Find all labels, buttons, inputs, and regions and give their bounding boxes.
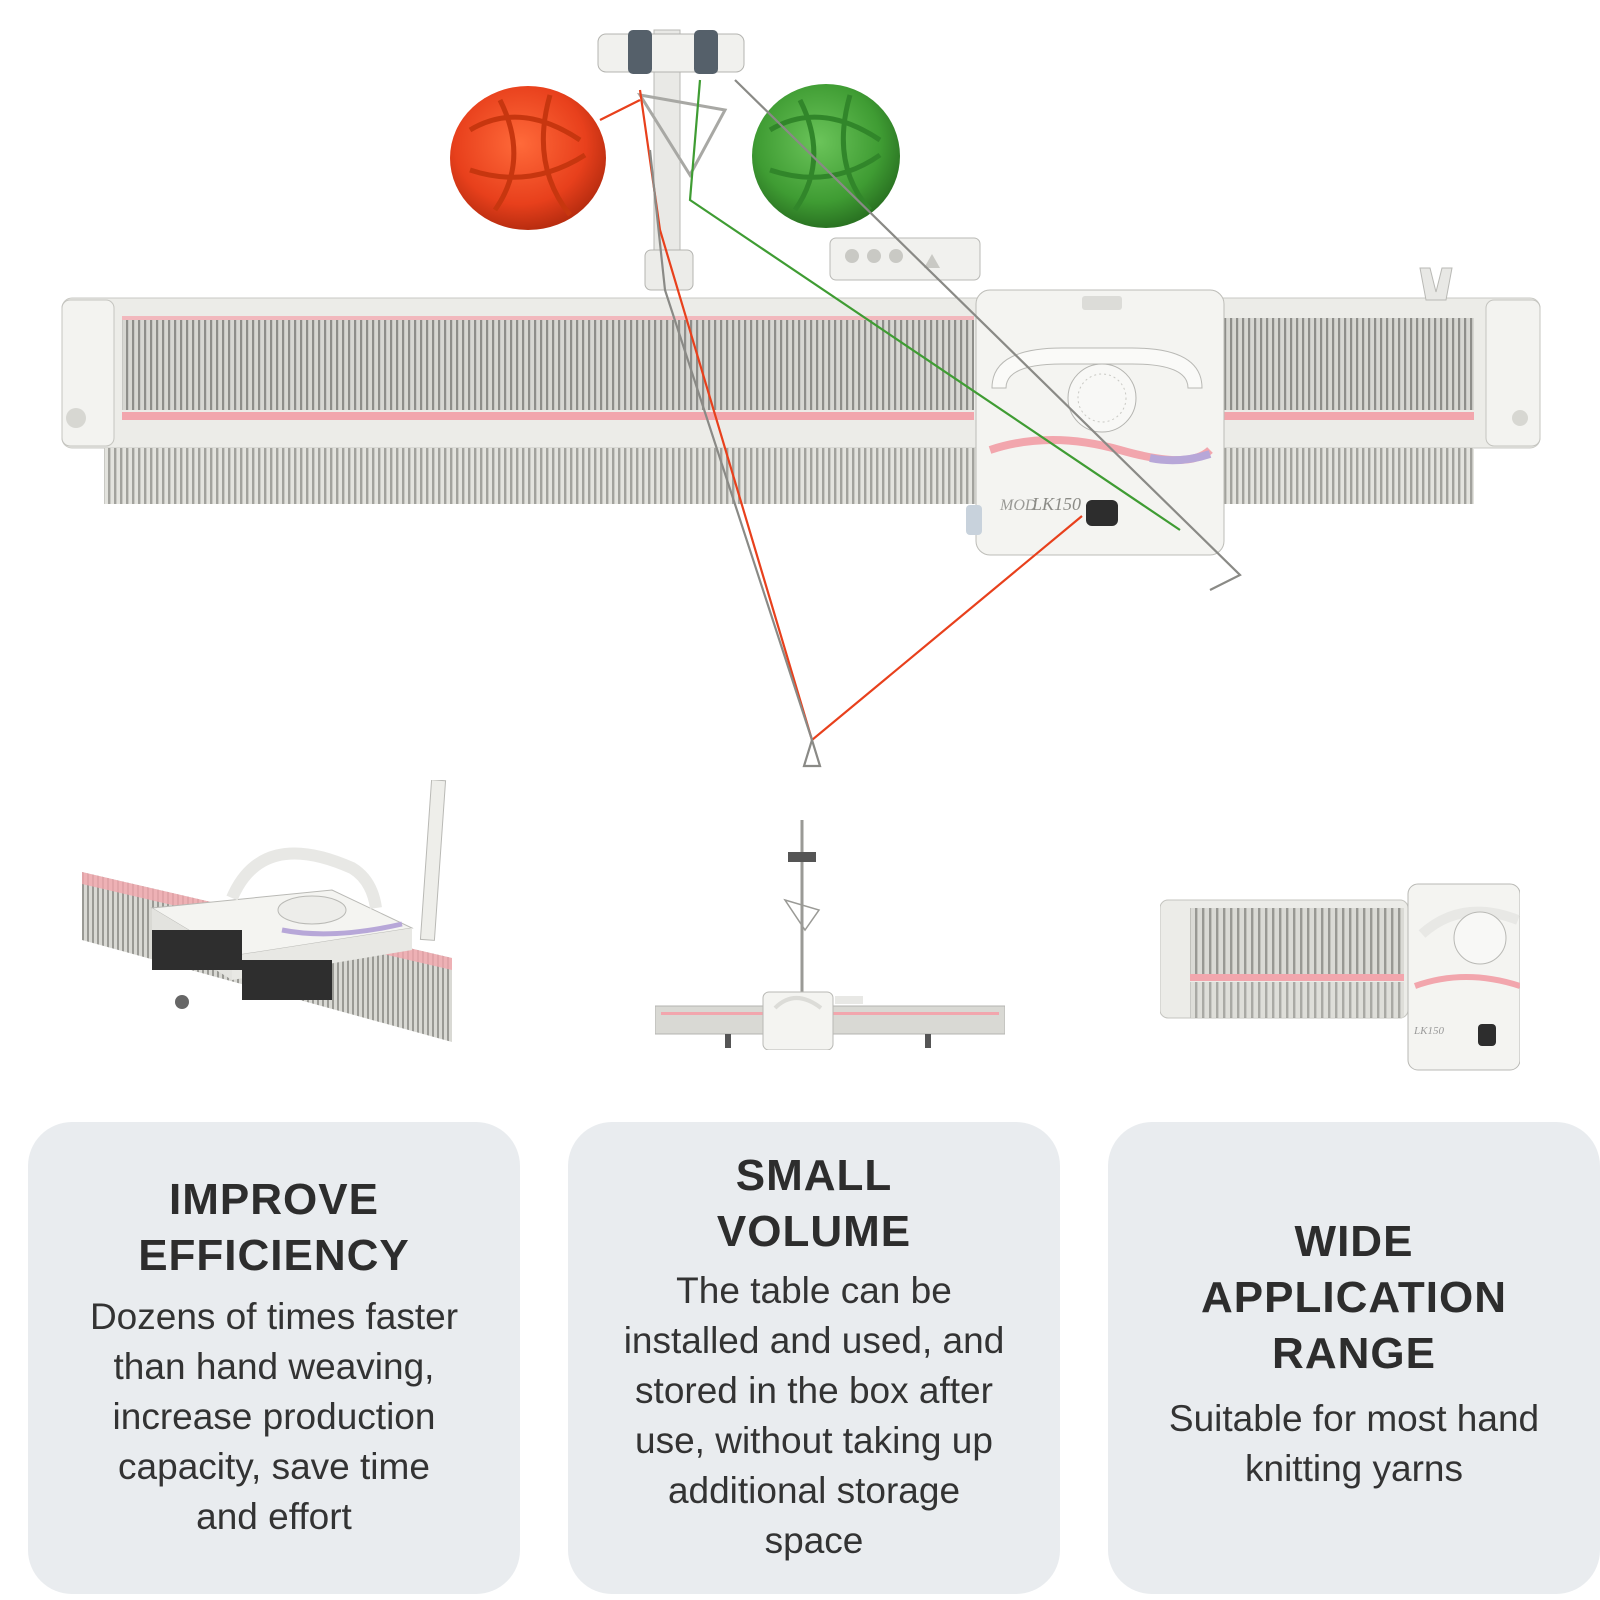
description-line: knitting yarns xyxy=(1245,1448,1463,1489)
feature-card-wide-application: WIDE APPLICATION RANGE Suitable for most… xyxy=(1108,1122,1600,1594)
green-yarn-ball xyxy=(752,84,900,228)
needle-bed xyxy=(61,267,1541,504)
description-line: increase production xyxy=(112,1396,436,1437)
description-line: than hand weaving, xyxy=(113,1346,435,1387)
tension-control-box xyxy=(829,237,981,281)
feature-card-small-volume: SMALL VOLUME The table can be installed … xyxy=(568,1122,1060,1594)
svg-text:MOD: MOD xyxy=(999,497,1037,514)
machine-with-mast-image xyxy=(655,820,1005,1050)
feature-description: The table can be installed and used, and… xyxy=(624,1266,1005,1566)
description-line: and effort xyxy=(196,1496,352,1537)
description-line: Dozens of times faster xyxy=(89,1296,459,1337)
title-line: RANGE xyxy=(1272,1329,1436,1378)
yarn-mast xyxy=(597,29,745,291)
feature-card-efficiency: IMPROVE EFFICIENCY Dozens of times faste… xyxy=(28,1122,520,1594)
feature-title: IMPROVE EFFICIENCY xyxy=(138,1172,410,1284)
description-line: installed and used, and xyxy=(623,1320,1005,1361)
red-yarn-ball xyxy=(450,86,606,230)
description-line: additional storage xyxy=(667,1470,961,1511)
description-line: space xyxy=(764,1520,864,1561)
title-line: WIDE xyxy=(1294,1217,1414,1266)
title-line: APPLICATION xyxy=(1201,1273,1507,1322)
thumb-model-label: LK150 xyxy=(1413,1025,1444,1037)
title-line: EFFICIENCY xyxy=(138,1231,410,1280)
description-line: Suitable for most hand xyxy=(1168,1398,1540,1439)
feature-description: Dozens of times faster than hand weaving… xyxy=(90,1292,458,1542)
yarn-strands xyxy=(599,79,1242,768)
carriage: MOD LK150 xyxy=(966,289,1225,556)
description-line: capacity, save time xyxy=(118,1446,430,1487)
machine-end-closeup-image: LK150 xyxy=(1160,883,1520,1071)
model-label: LK150 xyxy=(1031,494,1081,514)
description-line: use, without taking up xyxy=(635,1420,993,1461)
feature-description: Suitable for most hand knitting yarns xyxy=(1169,1394,1539,1494)
knitting-machine-image: MOD LK150 xyxy=(61,29,1541,768)
feature-title: WIDE APPLICATION RANGE xyxy=(1201,1214,1507,1382)
feature-title: SMALL VOLUME xyxy=(717,1148,911,1260)
title-line: SMALL xyxy=(735,1151,893,1200)
carriage-closeup-image xyxy=(82,780,452,1042)
title-line: VOLUME xyxy=(716,1207,912,1256)
title-line: IMPROVE xyxy=(169,1175,379,1224)
description-line: The table can be xyxy=(676,1270,952,1311)
description-line: stored in the box after xyxy=(635,1370,993,1411)
